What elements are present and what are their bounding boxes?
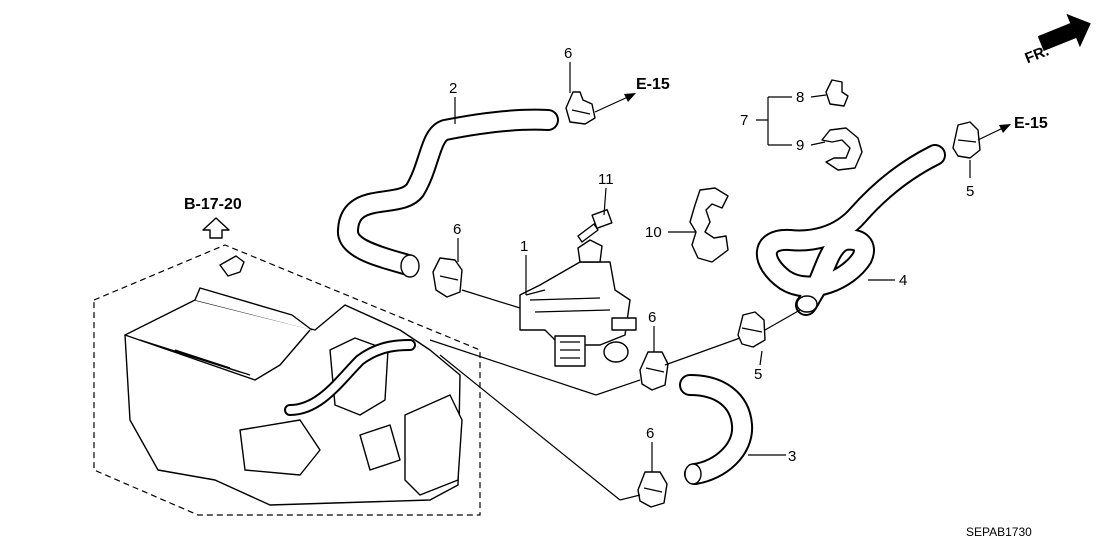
hose-3 [679,374,754,485]
bolt-11 [577,208,613,243]
clip-9 [821,127,863,171]
clamp-5-right [952,121,981,159]
reference-arrow-icon [977,124,1011,141]
clip-8 [825,79,849,107]
diagram-code: SEPAB1730 [966,525,1032,539]
reference-b1720: B-17-20 [184,196,242,213]
part-label-7: 7 [740,112,748,129]
part-label-11: 11 [598,171,614,188]
part-label-3: 3 [788,448,796,465]
part-label-6: 6 [648,309,656,326]
part-label-6: 6 [453,221,461,238]
clamp-6-center [639,351,669,391]
reference-e15: E-15 [636,76,670,93]
part-label-2: 2 [449,80,457,97]
hose-2 [337,108,559,278]
water-valve-1 [519,239,637,367]
clamp-6-bottom [637,471,668,508]
leader-lines [429,62,971,501]
part-label-9: 9 [796,137,804,154]
part-label-8: 8 [796,89,804,106]
reference-arrow-icon [594,93,636,113]
reference-e15: E-15 [1014,115,1048,132]
up-arrow-icon [202,217,230,239]
part-label-1: 1 [520,238,528,255]
front-direction-arrow-icon [1037,13,1091,52]
clamp-6-mid [432,257,463,298]
heater-unit [93,244,481,516]
part-label-5: 5 [754,366,762,383]
hose-4 [755,144,946,316]
part-label-4: 4 [899,272,907,289]
part-label-6: 6 [646,425,654,442]
clamp-5-mid [737,311,766,348]
part-label-6: 6 [564,45,572,62]
part-label-10: 10 [645,224,662,241]
clamp-6-top [565,91,596,125]
clip-10 [689,187,729,263]
part-label-5: 5 [966,183,974,200]
